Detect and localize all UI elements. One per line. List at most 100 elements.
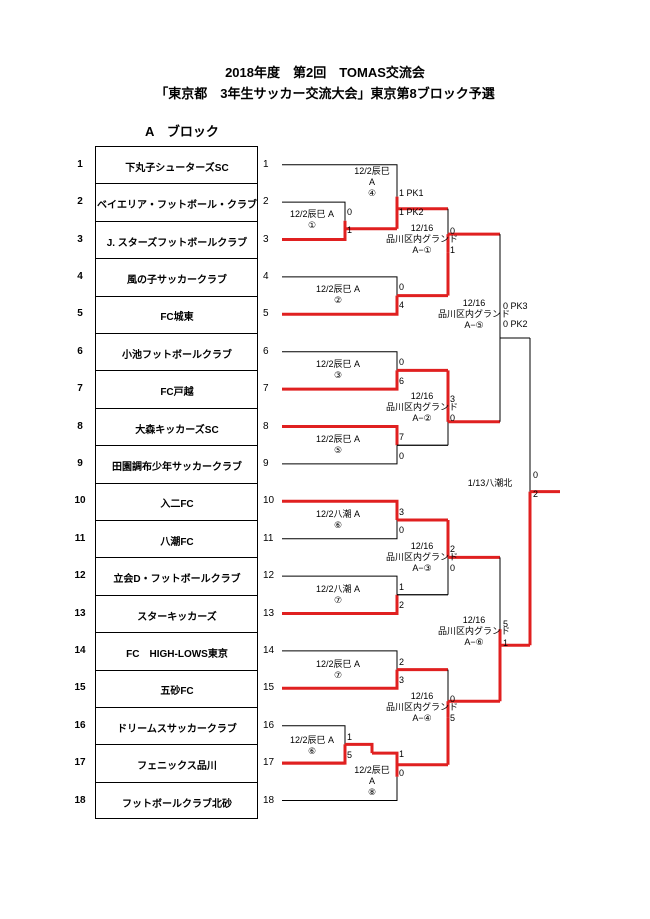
team-row-divider [95, 183, 258, 185]
match-label: ② [334, 295, 342, 305]
match-label: A [369, 177, 375, 187]
bracket-seed-number: 7 [263, 383, 269, 395]
bracket-arm-top [282, 650, 398, 670]
match-label: 12/16 [411, 541, 434, 551]
match-score: 0 [450, 226, 455, 236]
match-score: 6 [399, 376, 404, 386]
match-label: 1/13八潮北 [468, 477, 513, 488]
team-row-number: 13 [74, 607, 86, 619]
team-name: 下丸子シューターズSC [125, 162, 229, 174]
team-row-number: 17 [74, 757, 86, 769]
team-name: FC城東 [160, 312, 194, 324]
bracket-arm-bottom [282, 776, 398, 801]
team-name: 八潮FC [160, 536, 194, 548]
match-label: 12/16 [411, 391, 434, 401]
team-name: FC戸越 [160, 387, 194, 399]
bracket-seed-number: 16 [263, 719, 275, 731]
team-row-divider [95, 669, 258, 671]
match-score: 3 [450, 394, 455, 404]
bracket-arm-top [282, 575, 398, 595]
bracket-seed-number: 9 [263, 457, 269, 469]
bracket-seed-number: 3 [263, 233, 269, 245]
team-name: 五砂FC [160, 686, 194, 698]
team-row-number: 2 [77, 196, 83, 208]
match-label: 12/2辰巳 A [316, 284, 360, 294]
match-score: 2 [399, 600, 404, 610]
match-score: 0 [533, 470, 538, 480]
match-label: A−③ [412, 563, 431, 573]
team-row-number: 8 [77, 420, 83, 432]
bracket-arm-bottom [282, 520, 398, 540]
team-row-divider [95, 482, 258, 484]
team-row-number: 18 [74, 794, 86, 806]
team-name: ドリームスサッカークラブ [117, 723, 237, 735]
block-label: A ブロック [145, 124, 219, 139]
bracket-seed-number: 14 [263, 644, 275, 656]
match-label: 12/2辰巳 [354, 765, 390, 775]
match-label: A−⑤ [464, 320, 483, 330]
team-name: 田園調布少年サッカークラブ [112, 461, 242, 473]
match-label: 12/16 [463, 298, 486, 308]
team-row-divider [95, 744, 258, 746]
team-row-divider [95, 445, 258, 447]
match-label: 12/2辰巳 A [316, 434, 360, 444]
team-row-number: 10 [74, 495, 86, 507]
match-score: 0 [399, 768, 404, 778]
team-name: FC HIGH-LOWS東京 [126, 648, 228, 660]
match-score: 1 PK1 [399, 188, 424, 198]
team-name: 大森キッカーズSC [135, 424, 219, 436]
bracket-arm-top [282, 725, 346, 745]
team-row-divider [95, 781, 258, 783]
match-score: 2 [399, 657, 404, 667]
match-label: 品川区内グランド [386, 701, 458, 712]
bracket-seed-number: 10 [263, 495, 275, 507]
match-score: 1 [347, 225, 352, 235]
team-name: 入二FC [160, 499, 194, 511]
bracket-advance-line [345, 742, 374, 754]
match-score: 0 [450, 694, 455, 704]
match-label: A−⑥ [464, 637, 483, 647]
bracket-arm-top [282, 201, 346, 221]
team-row-number: 15 [74, 682, 86, 694]
team-name: フットボールクラブ北砂 [122, 798, 232, 810]
team-row-divider [95, 407, 258, 409]
team-row-number: 9 [77, 457, 83, 469]
team-row-divider [95, 594, 258, 596]
match-label: ⑤ [334, 445, 342, 455]
team-row-divider [95, 707, 258, 708]
bracket-seed-number: 8 [263, 420, 269, 432]
match-label: ⑦ [334, 670, 342, 680]
bracket-arm-bottom [282, 295, 399, 316]
match-label: A−① [412, 245, 431, 255]
bracket-seed-number: 6 [263, 345, 269, 357]
match-score: 5 [450, 713, 455, 723]
match-score: 3 [399, 507, 404, 517]
tournament-subtitle: 「東京都 3年生サッカー交流大会」東京第8ブロック予選 [155, 86, 495, 101]
team-row-number: 14 [74, 644, 86, 656]
match-score: 0 [450, 413, 455, 423]
match-label: 12/16 [411, 691, 434, 701]
bracket-arm-top [282, 164, 398, 197]
match-label: ③ [334, 370, 342, 380]
bracket-seed-number: 13 [263, 607, 275, 619]
match-score: 0 [399, 451, 404, 461]
match-label: ④ [368, 188, 376, 198]
bracket-arm-top [282, 499, 399, 520]
match-label: 12/2辰巳 A [316, 659, 360, 669]
match-score: 2 [450, 544, 455, 554]
bracket-arm-top [282, 351, 398, 371]
match-label: 12/16 [411, 223, 434, 233]
team-row-number: 7 [77, 383, 83, 395]
team-row-number: 6 [77, 345, 83, 357]
team-row-number: 3 [77, 233, 83, 245]
team-row-divider [95, 258, 258, 260]
bracket-seed-number: 12 [263, 570, 275, 582]
bracket-seed-number: 1 [263, 158, 269, 170]
bracket-seed-number: 11 [263, 532, 274, 544]
bracket-arm-top [282, 276, 398, 296]
match-label: ⑥ [334, 520, 342, 530]
match-score: 0 [399, 525, 404, 535]
match-label: ⑧ [368, 787, 376, 797]
match-label: A [369, 776, 375, 786]
